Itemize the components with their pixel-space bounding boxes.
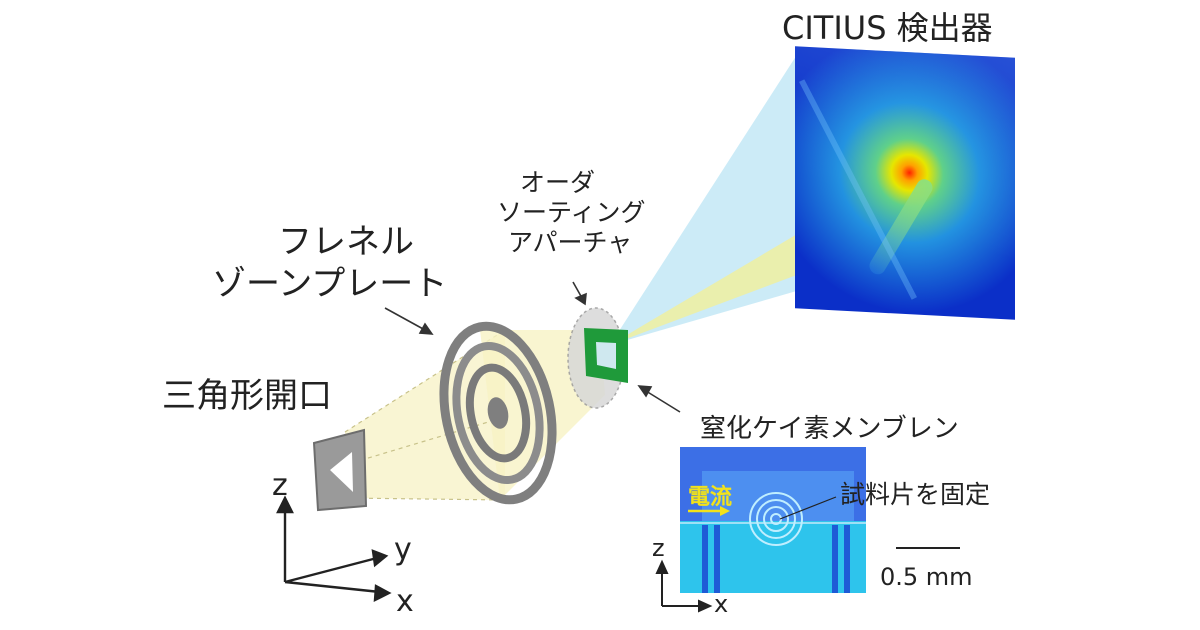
sample-label: 試料片を固定 — [840, 480, 991, 509]
aperture-label: 三角形開口 — [162, 376, 332, 416]
inset-axis-z-label: z — [652, 534, 665, 562]
detector-label: CITIUS 検出器 — [782, 9, 993, 47]
fzp-label-line-2: ゾーンプレート — [212, 264, 448, 304]
citius-detector-image — [795, 46, 1015, 320]
membrane-micrograph: 電流 — [680, 447, 866, 593]
osa-label-line-2: ソーティング — [497, 198, 646, 227]
beam-cone-aperture-to-fzp — [345, 330, 505, 500]
inset-axis-x-label: x — [714, 590, 729, 618]
order-sorting-aperture — [567, 307, 628, 409]
axis-x-label: x — [396, 584, 414, 619]
osa-label-line-1: オーダ — [520, 168, 596, 197]
fzp-label-line-1: フレネル — [278, 222, 414, 262]
membrane-label: 窒化ケイ素メンブレン — [700, 414, 959, 444]
fresnel-zone-plate — [439, 321, 557, 505]
main-axes — [276, 495, 392, 603]
axis-z-label: z — [272, 468, 288, 503]
axis-y-label: y — [394, 532, 412, 567]
osa-label-line-3: アパーチャ — [508, 228, 633, 257]
triangle-aperture — [312, 428, 368, 512]
label-arrows — [384, 281, 681, 413]
inset-axes — [655, 559, 713, 613]
current-label: 電流 — [688, 485, 733, 510]
membrane-spiral-overlay — [680, 492, 866, 546]
scale-label: 0.5 mm — [880, 563, 973, 591]
